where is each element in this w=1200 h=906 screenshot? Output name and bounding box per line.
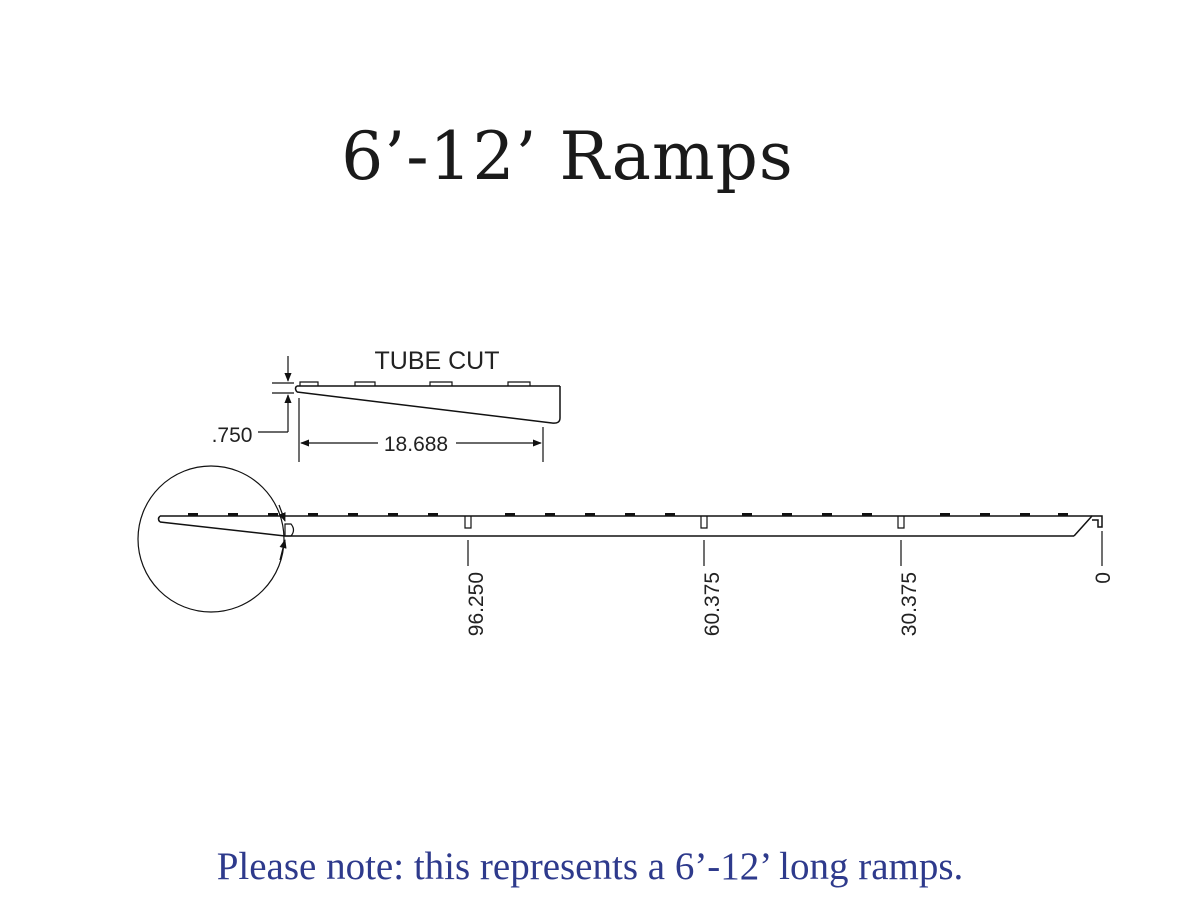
joint-pointer: [278, 504, 287, 561]
thickness-dimension: [258, 356, 294, 433]
station-label-4: 0: [1092, 572, 1115, 584]
length-value: 18.688: [384, 433, 448, 456]
tube-cut-profile: [294, 381, 561, 424]
detail-circle: [137, 465, 285, 613]
ramp-profile: [157, 515, 1103, 537]
station-label-3: 30.375: [898, 572, 921, 636]
tube-cut-label: TUBE CUT: [375, 347, 500, 375]
station-label-2: 60.375: [701, 572, 724, 636]
station-leaders: [467, 531, 1103, 566]
station-label-1: 96.250: [465, 572, 488, 636]
page-title: 6’-12’ Ramps: [341, 118, 794, 195]
footer-note: Please note: this represents a 6’-12’ lo…: [216, 845, 964, 888]
thickness-value: .750: [212, 424, 253, 447]
length-dimension: [298, 398, 544, 462]
ramp-grip-bumps: [188, 513, 1068, 516]
